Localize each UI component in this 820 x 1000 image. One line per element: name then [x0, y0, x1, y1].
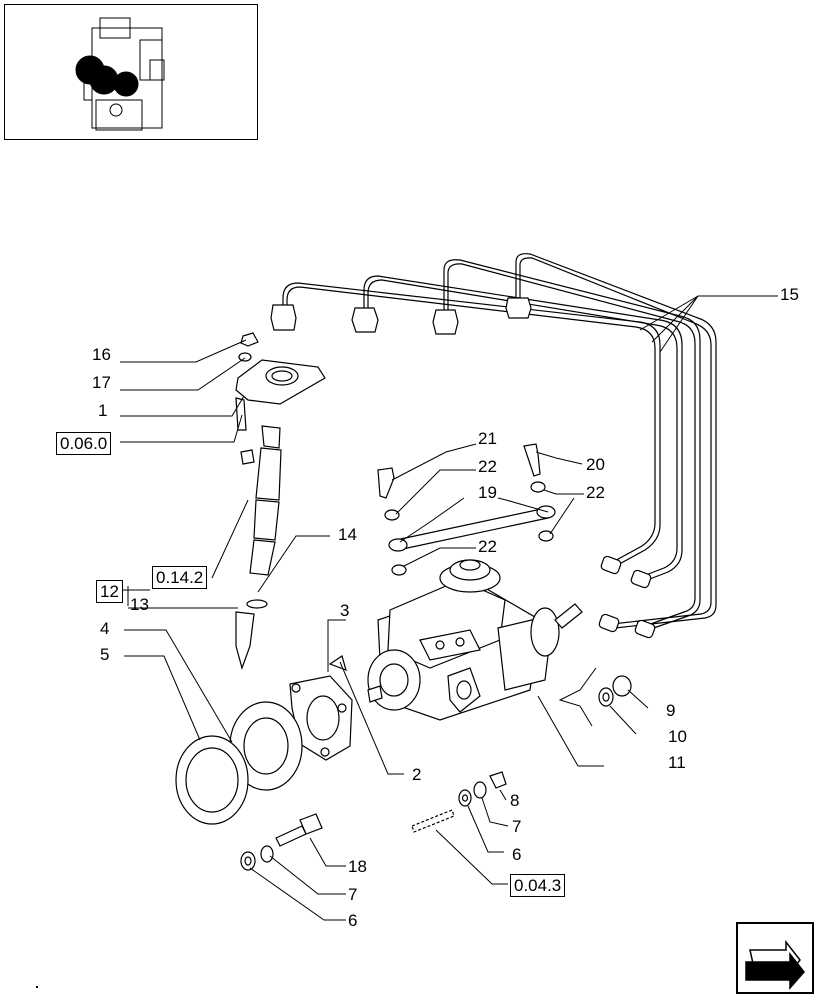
- callout-21: 21: [478, 429, 497, 448]
- leader-lines: [120, 295, 778, 921]
- injector-body: [235, 425, 282, 670]
- callout-8: 8: [510, 791, 520, 810]
- callout-10: 10: [668, 727, 687, 746]
- callout-14: 14: [338, 525, 357, 544]
- callout-20: 20: [586, 455, 605, 474]
- callout-22b: 22: [586, 483, 605, 502]
- stud-nut-washers: [411, 675, 632, 833]
- page-dot: [36, 986, 38, 988]
- callout-12[interactable]: 12: [96, 580, 123, 603]
- callout-4: 4: [100, 619, 110, 638]
- callout-13: 13: [130, 595, 149, 614]
- callout-1: 1: [98, 401, 108, 420]
- reference-0-14-2[interactable]: 0.14.2: [152, 566, 208, 589]
- callout-9: 9: [666, 701, 676, 720]
- reference-0-06-0[interactable]: 0.06.0: [56, 432, 112, 455]
- fuel-injection-lines: [282, 253, 717, 631]
- callout-11: 11: [668, 753, 686, 772]
- engine-thumbnail[interactable]: [4, 4, 258, 140]
- next-page-button[interactable]: [736, 922, 814, 994]
- engine-thumbnail-icon: [75, 17, 165, 131]
- callout-3: 3: [340, 601, 350, 620]
- injection-pump: [367, 559, 583, 721]
- callout-7b: 7: [512, 817, 522, 836]
- reference-0-04-3[interactable]: 0.04.3: [510, 874, 566, 897]
- callout-5: 5: [100, 645, 110, 664]
- injector-clamp-parts: [235, 332, 326, 431]
- callout-7a: 7: [348, 885, 358, 904]
- callout-15: 15: [780, 285, 799, 304]
- callout-19: 19: [478, 483, 497, 502]
- callout-22a: 22: [478, 457, 497, 476]
- pump-gaskets: [175, 655, 353, 825]
- callout-22c: 22: [478, 537, 497, 556]
- next-page-arrow-icon: [745, 939, 805, 990]
- callout-18: 18: [348, 857, 367, 876]
- callout-17: 17: [92, 373, 111, 392]
- callout-2: 2: [412, 765, 422, 784]
- callout-6b: 6: [512, 845, 522, 864]
- mounting-bolt: [240, 813, 323, 871]
- banjo-bolts: [377, 443, 556, 576]
- callout-6a: 6: [348, 911, 358, 930]
- callout-16: 16: [92, 345, 111, 364]
- line-fittings: [270, 297, 656, 639]
